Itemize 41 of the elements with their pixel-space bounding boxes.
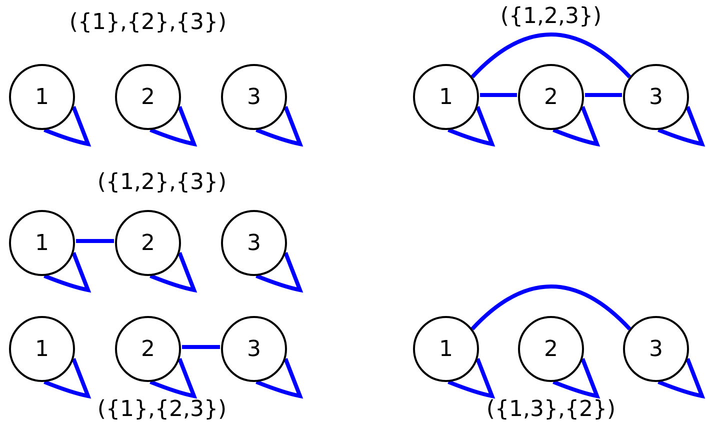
self-loop xyxy=(44,106,90,146)
self-loop xyxy=(552,358,599,398)
partition-label: ({1,2,3}) xyxy=(500,4,602,29)
self-loop xyxy=(448,358,494,398)
vertex-circle: 1 xyxy=(413,64,479,130)
vertex-circle: 1 xyxy=(9,210,75,276)
vertex-circle: 1 xyxy=(9,64,75,130)
self-loop xyxy=(256,358,302,398)
vertex-circle: 1 xyxy=(413,316,479,382)
partition-label: ({1},{2,3}) xyxy=(97,397,227,422)
vertex-circle: 3 xyxy=(221,64,287,130)
self-loop xyxy=(44,252,90,292)
partition-label: ({1,3},{2}) xyxy=(486,397,616,422)
self-loop xyxy=(658,358,704,398)
self-loop xyxy=(150,106,196,146)
self-loop xyxy=(150,252,196,292)
vertex-circle: 1 xyxy=(9,316,75,382)
partition-label: ({1,2},{3}) xyxy=(97,170,227,195)
vertex-circle: 2 xyxy=(115,210,181,276)
edge-line xyxy=(182,345,220,349)
vertex-circle: 2 xyxy=(518,64,584,130)
self-loop xyxy=(44,358,90,398)
edge-line xyxy=(470,284,632,330)
self-loop xyxy=(552,106,599,146)
self-loop xyxy=(150,358,196,398)
vertex-circle: 2 xyxy=(115,64,181,130)
edge-line xyxy=(470,32,632,78)
self-loop xyxy=(448,106,494,146)
edge-line xyxy=(480,93,517,97)
vertex-circle: 3 xyxy=(221,316,287,382)
vertex-circle: 3 xyxy=(221,210,287,276)
vertex-circle: 3 xyxy=(623,64,689,130)
edge-line xyxy=(76,239,114,243)
edge-line xyxy=(585,93,622,97)
self-loop xyxy=(256,106,302,146)
vertex-circle: 2 xyxy=(115,316,181,382)
self-loop xyxy=(658,106,704,146)
vertex-circle: 3 xyxy=(623,316,689,382)
partition-label: ({1},{2},{3}) xyxy=(69,10,227,35)
self-loop xyxy=(256,252,302,292)
vertex-circle: 2 xyxy=(518,316,584,382)
